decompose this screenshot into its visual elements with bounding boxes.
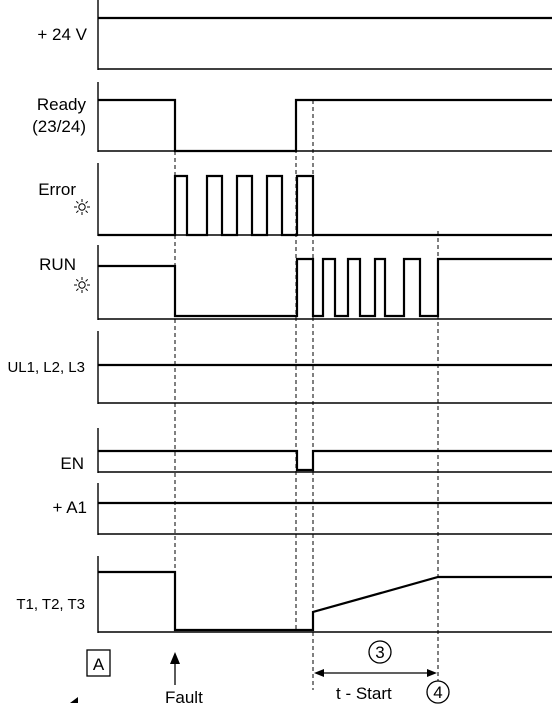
callout-3 — [368, 640, 392, 664]
label-supply-voltage: UL1, L2, L3 — [7, 359, 85, 376]
label-en: EN — [60, 454, 84, 473]
label-24v: + 24 V — [37, 25, 87, 44]
trace-en — [98, 449, 552, 472]
callout-4-label: 4 — [433, 683, 442, 702]
axes — [97, 0, 552, 633]
trace-error — [98, 174, 552, 237]
callout-3-label: 3 — [375, 643, 384, 662]
sun-led-icon — [74, 199, 90, 215]
duration-arrow — [314, 669, 437, 677]
callout-4 — [426, 680, 450, 704]
time-markers — [174, 100, 439, 690]
fault-arrow-icon — [170, 652, 180, 685]
fault-label: Fault — [165, 688, 203, 706]
trace-run — [98, 257, 552, 318]
sun-led-icon — [74, 277, 90, 293]
marker-a-label: A — [93, 655, 105, 674]
label-ready: Ready — [37, 95, 87, 114]
label-torque: T1, T2, T3 — [16, 596, 85, 613]
trace-torque — [98, 570, 552, 632]
t-start-label: t - Start — [336, 684, 392, 703]
trace-ready — [98, 98, 552, 153]
corner-arrow-icon — [70, 697, 78, 703]
marker-a-box — [86, 649, 111, 677]
label-error: Error — [38, 180, 76, 199]
label-run: RUN — [39, 255, 76, 274]
label-ready-contact: (23/24) — [32, 117, 86, 136]
label-a1: + A1 — [52, 498, 87, 517]
